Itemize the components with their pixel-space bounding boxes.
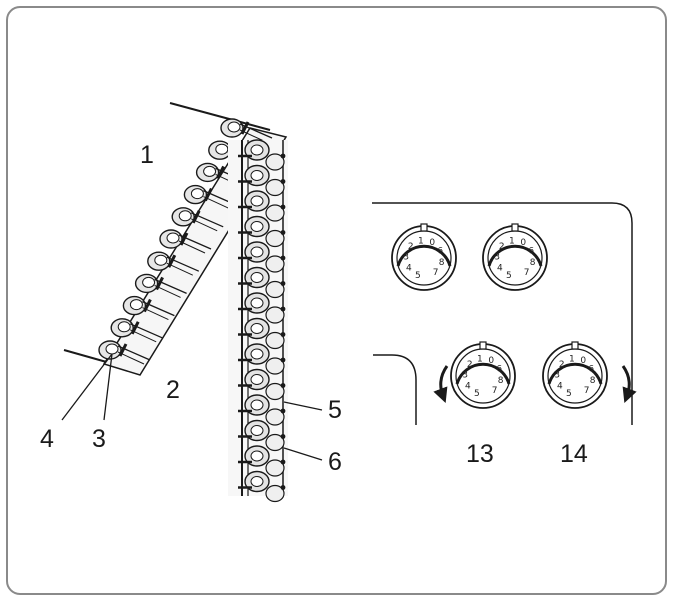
callout-3: 3 bbox=[92, 425, 106, 453]
vertical-stitch-loop bbox=[238, 419, 286, 452]
callout-1: 1 bbox=[140, 141, 154, 169]
vertical-stitch-loop bbox=[238, 292, 286, 324]
dial-number: 7 bbox=[492, 386, 498, 396]
dial-number: 2 bbox=[499, 242, 505, 252]
vertical-stitch-loop bbox=[238, 445, 286, 477]
dial-number: 0 bbox=[580, 356, 586, 366]
dial-number: 4 bbox=[497, 264, 503, 274]
dial-number: 5 bbox=[415, 271, 421, 281]
dial-number: 3 bbox=[403, 252, 409, 262]
vertical-stitch-loop bbox=[238, 317, 286, 350]
dial-number: 0 bbox=[429, 238, 435, 248]
diagonal-stitch-loop bbox=[122, 295, 175, 321]
callout-13: 13 bbox=[466, 440, 494, 468]
dial-number: 7 bbox=[524, 268, 530, 278]
diagonal-stitch-loop bbox=[134, 273, 187, 298]
callout-5: 5 bbox=[328, 396, 342, 424]
counter-clockwise-arrow-icon bbox=[433, 365, 449, 404]
dial-number: 6 bbox=[496, 364, 502, 374]
diagonal-stitch-loop bbox=[147, 251, 200, 276]
dial-number: 1 bbox=[569, 354, 575, 364]
dial-number: 0 bbox=[520, 238, 526, 248]
dial-number: 3 bbox=[554, 370, 560, 380]
dial-number: 1 bbox=[477, 354, 483, 364]
vertical-stitch-loop bbox=[238, 215, 286, 248]
diagonal-stitch-loop bbox=[110, 318, 163, 343]
dial-number: 3 bbox=[494, 252, 500, 262]
dial-number: 1 bbox=[418, 236, 424, 246]
diagonal-stitch-loop bbox=[171, 207, 224, 232]
vertical-stitch-loop bbox=[238, 164, 286, 197]
dial-number: 8 bbox=[439, 258, 445, 268]
dial-number: 2 bbox=[467, 360, 473, 370]
dial-number: 8 bbox=[590, 376, 596, 386]
callout-4: 4 bbox=[40, 425, 54, 453]
vertical-stitch-loop bbox=[238, 241, 286, 273]
vertical-seam bbox=[228, 139, 288, 503]
vertical-stitch-loop bbox=[238, 139, 286, 171]
dial-number: 3 bbox=[462, 370, 468, 380]
dial-number: 5 bbox=[506, 271, 512, 281]
vertical-stitch-loop bbox=[238, 470, 286, 503]
dial-number: 5 bbox=[566, 389, 572, 399]
figure-frame bbox=[6, 6, 667, 595]
vertical-stitch-loop bbox=[238, 190, 286, 222]
vertical-stitch-loop bbox=[238, 368, 286, 401]
dial-number: 4 bbox=[557, 382, 563, 392]
callout-2: 2 bbox=[166, 376, 180, 404]
clockwise-arrow-icon bbox=[621, 365, 637, 404]
dial-number: 4 bbox=[406, 264, 412, 274]
callout-6: 6 bbox=[328, 448, 342, 476]
dial-number: 2 bbox=[408, 242, 414, 252]
machine-panel-outline bbox=[372, 202, 633, 425]
dial-number: 6 bbox=[437, 246, 443, 256]
dial-number: 1 bbox=[509, 236, 515, 246]
dial-number: 7 bbox=[584, 386, 590, 396]
dial-number: 2 bbox=[559, 360, 565, 370]
diagonal-stitch-loop bbox=[98, 340, 151, 365]
dial-number: 4 bbox=[465, 382, 471, 392]
dial-number: 6 bbox=[588, 364, 594, 374]
dial-number: 6 bbox=[528, 246, 534, 256]
leader-lines bbox=[61, 353, 323, 461]
vertical-stitch-loop bbox=[238, 343, 286, 375]
vertical-loops bbox=[238, 139, 286, 503]
diagonal-stitch-loop bbox=[159, 229, 212, 254]
vertical-stitch-loop bbox=[238, 394, 286, 426]
callout-14: 14 bbox=[560, 440, 588, 468]
dial-number: 8 bbox=[530, 258, 536, 268]
dial-number: 5 bbox=[474, 389, 480, 399]
diagonal-stitch-loop bbox=[183, 184, 236, 210]
dial-number: 8 bbox=[498, 376, 504, 386]
dial-number: 7 bbox=[433, 268, 439, 278]
vertical-stitch-loop bbox=[238, 266, 286, 299]
diagonal-stitch-loop bbox=[220, 118, 273, 143]
dial-number: 0 bbox=[488, 356, 494, 366]
